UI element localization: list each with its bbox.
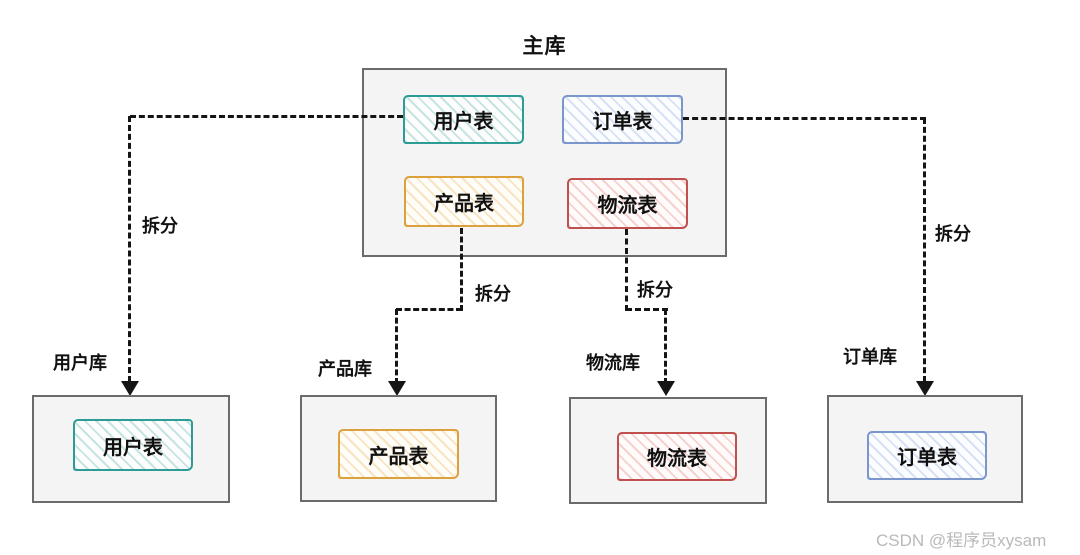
arrow-product-vertical-2 bbox=[395, 309, 398, 384]
arrow-logistics-vertical-2 bbox=[664, 309, 667, 384]
main-db-title: 主库 bbox=[522, 35, 567, 58]
shard-table-order: 订单表 bbox=[867, 431, 987, 480]
arrow-order-horizontal bbox=[683, 117, 926, 120]
arrow-product-head-icon bbox=[388, 381, 406, 396]
main-table-product: 产品表 bbox=[404, 176, 524, 227]
arrow-product-vertical-1 bbox=[460, 228, 463, 311]
arrow-order-vertical bbox=[923, 118, 926, 382]
watermark-text: CSDN @程序员xysam bbox=[876, 531, 1047, 550]
shard-table-logistics: 物流表 bbox=[617, 432, 737, 481]
arrow-logistics-vertical-1 bbox=[625, 229, 628, 311]
arrow-user-head-icon bbox=[121, 381, 139, 396]
arrow-product-horizontal bbox=[396, 308, 462, 311]
arrow-user-vertical bbox=[128, 116, 131, 382]
shard-db-label-user: 用户库 bbox=[53, 353, 107, 373]
main-table-logistics: 物流表 bbox=[567, 178, 688, 229]
shard-table-user: 用户表 bbox=[73, 419, 193, 471]
arrow-order-head-icon bbox=[916, 381, 934, 396]
main-table-order: 订单表 bbox=[562, 95, 683, 144]
split-label-order: 拆分 bbox=[935, 224, 971, 244]
shard-db-label-logistics: 物流库 bbox=[586, 353, 640, 373]
main-table-user: 用户表 bbox=[403, 95, 524, 144]
shard-db-label-product: 产品库 bbox=[318, 359, 372, 379]
arrow-logistics-head-icon bbox=[657, 381, 675, 396]
shard-db-label-order: 订单库 bbox=[843, 347, 897, 367]
arrow-user-horizontal bbox=[130, 115, 403, 118]
split-label-user: 拆分 bbox=[142, 216, 178, 236]
split-label-product: 拆分 bbox=[475, 284, 511, 304]
arrow-logistics-horizontal bbox=[626, 308, 668, 311]
split-label-logistics: 拆分 bbox=[637, 280, 673, 300]
shard-table-product: 产品表 bbox=[338, 429, 459, 479]
